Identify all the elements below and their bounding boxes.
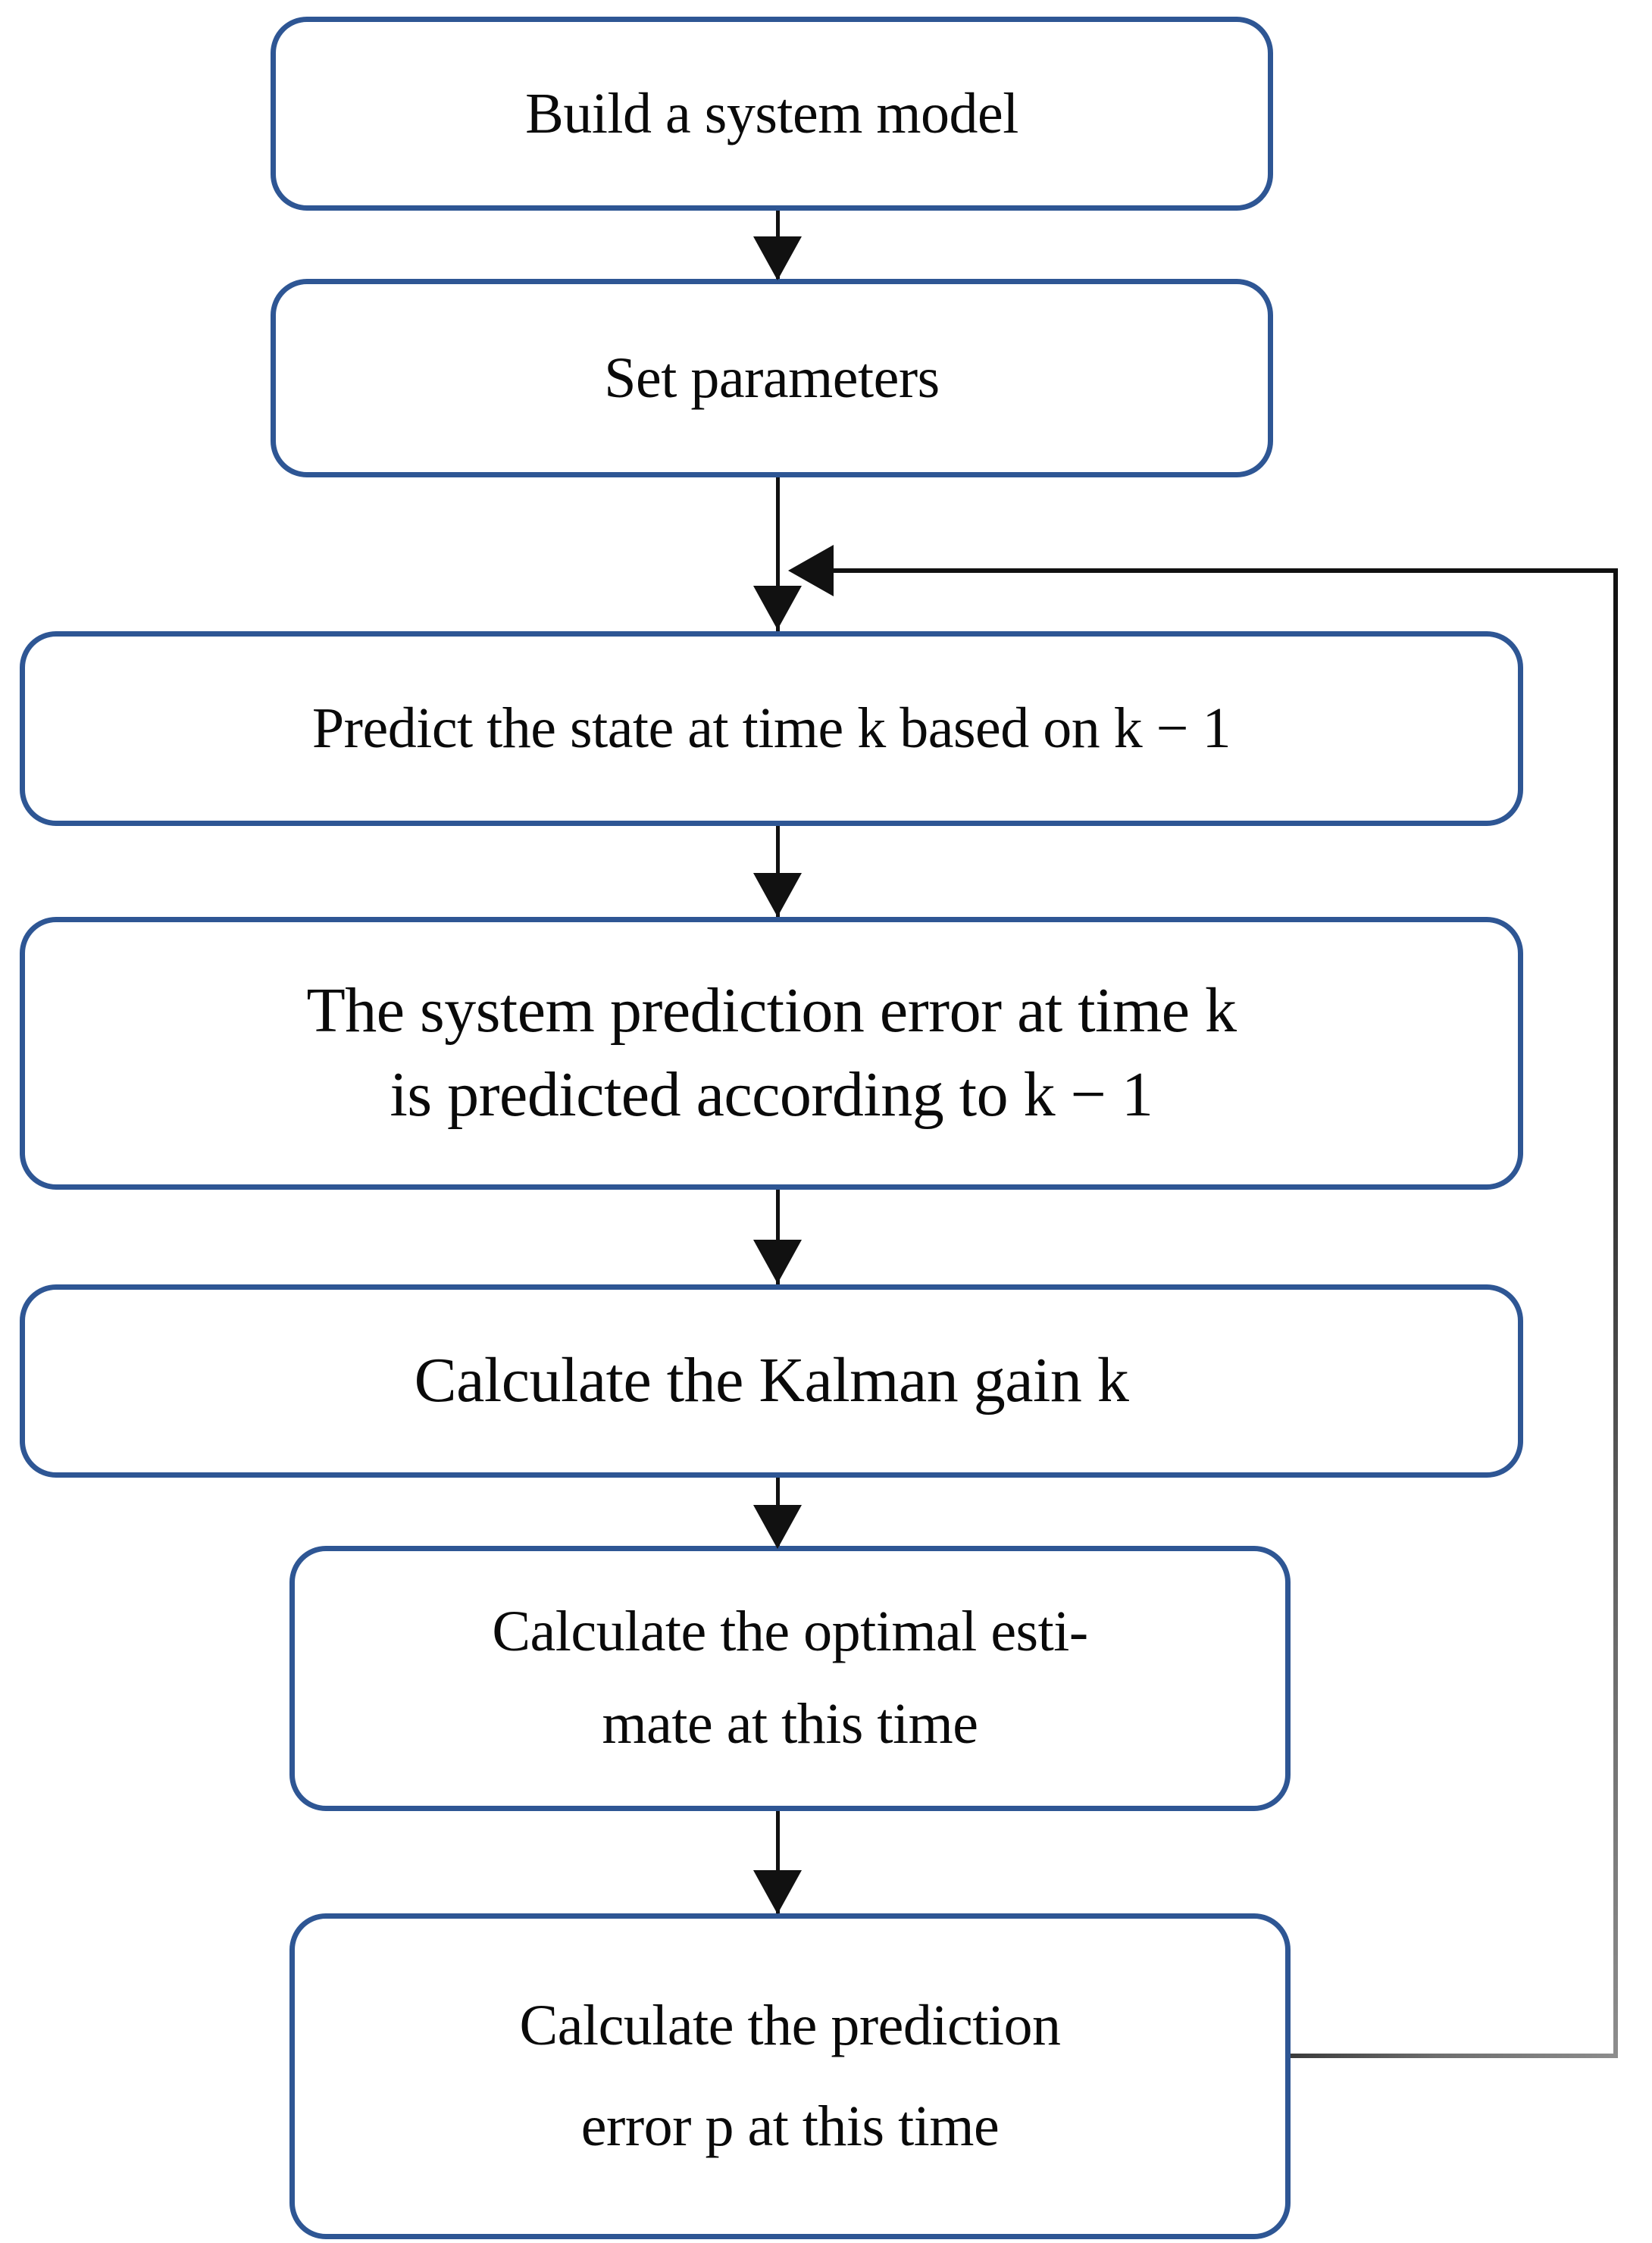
node-line: Calculate the Kalman gain k [414,1345,1129,1416]
feedback-top-segment [794,568,1618,573]
arrowhead-feedback-icon [788,545,834,596]
arrowhead-build-to-set-icon [753,236,802,280]
arrowhead-estimate-to-error-p-icon [753,1870,802,1914]
node-set-parameters[interactable]: Set parameters [271,279,1273,477]
connector-error-to-gain [776,1190,780,1287]
node-label: Calculate the Kalman gain k [46,1339,1497,1423]
node-build-system-model[interactable]: Build a system model [271,17,1273,211]
node-line: Calculate the prediction [519,1994,1061,2057]
node-prediction-error-p[interactable]: Calculate the prediction error p at this… [289,1913,1291,2239]
node-line: Calculate the optimal esti- [492,1600,1088,1664]
node-optimal-estimate[interactable]: Calculate the optimal esti- mate at this… [289,1546,1291,1811]
connector-set-to-predict [776,477,780,633]
node-predict-error[interactable]: The system prediction error at time k is… [20,917,1523,1190]
node-line: is predicted according to k − 1 [390,1059,1153,1130]
node-line: mate at this time [602,1692,978,1756]
node-label: Set parameters [297,340,1247,416]
node-label: The system prediction error at time k is… [46,969,1497,1137]
node-label: Calculate the optimal esti- mate at this… [316,1586,1264,1770]
arrowhead-predict-to-error-icon [753,873,802,917]
node-label: Build a system model [297,76,1247,152]
node-line: Set parameters [604,346,940,410]
node-predict-state[interactable]: Predict the state at time k based on k −… [20,631,1523,826]
node-kalman-gain[interactable]: Calculate the Kalman gain k [20,1284,1523,1478]
feedback-bottom-segment [1288,2054,1618,2058]
arrowhead-gain-to-estimate-icon [753,1505,802,1549]
node-line: Predict the state at time k based on k −… [311,696,1231,761]
node-line: error p at this time [580,2094,1000,2158]
arrowhead-error-to-gain-icon [753,1240,802,1284]
feedback-right-segment [1613,568,1618,2058]
node-label: Calculate the prediction error p at this… [316,1976,1264,2177]
node-label: Predict the state at time k based on k −… [46,690,1497,766]
node-line: The system prediction error at time k [306,975,1237,1046]
node-line: Build a system model [525,81,1018,145]
connector-estimate-to-error-p [776,1811,780,1916]
